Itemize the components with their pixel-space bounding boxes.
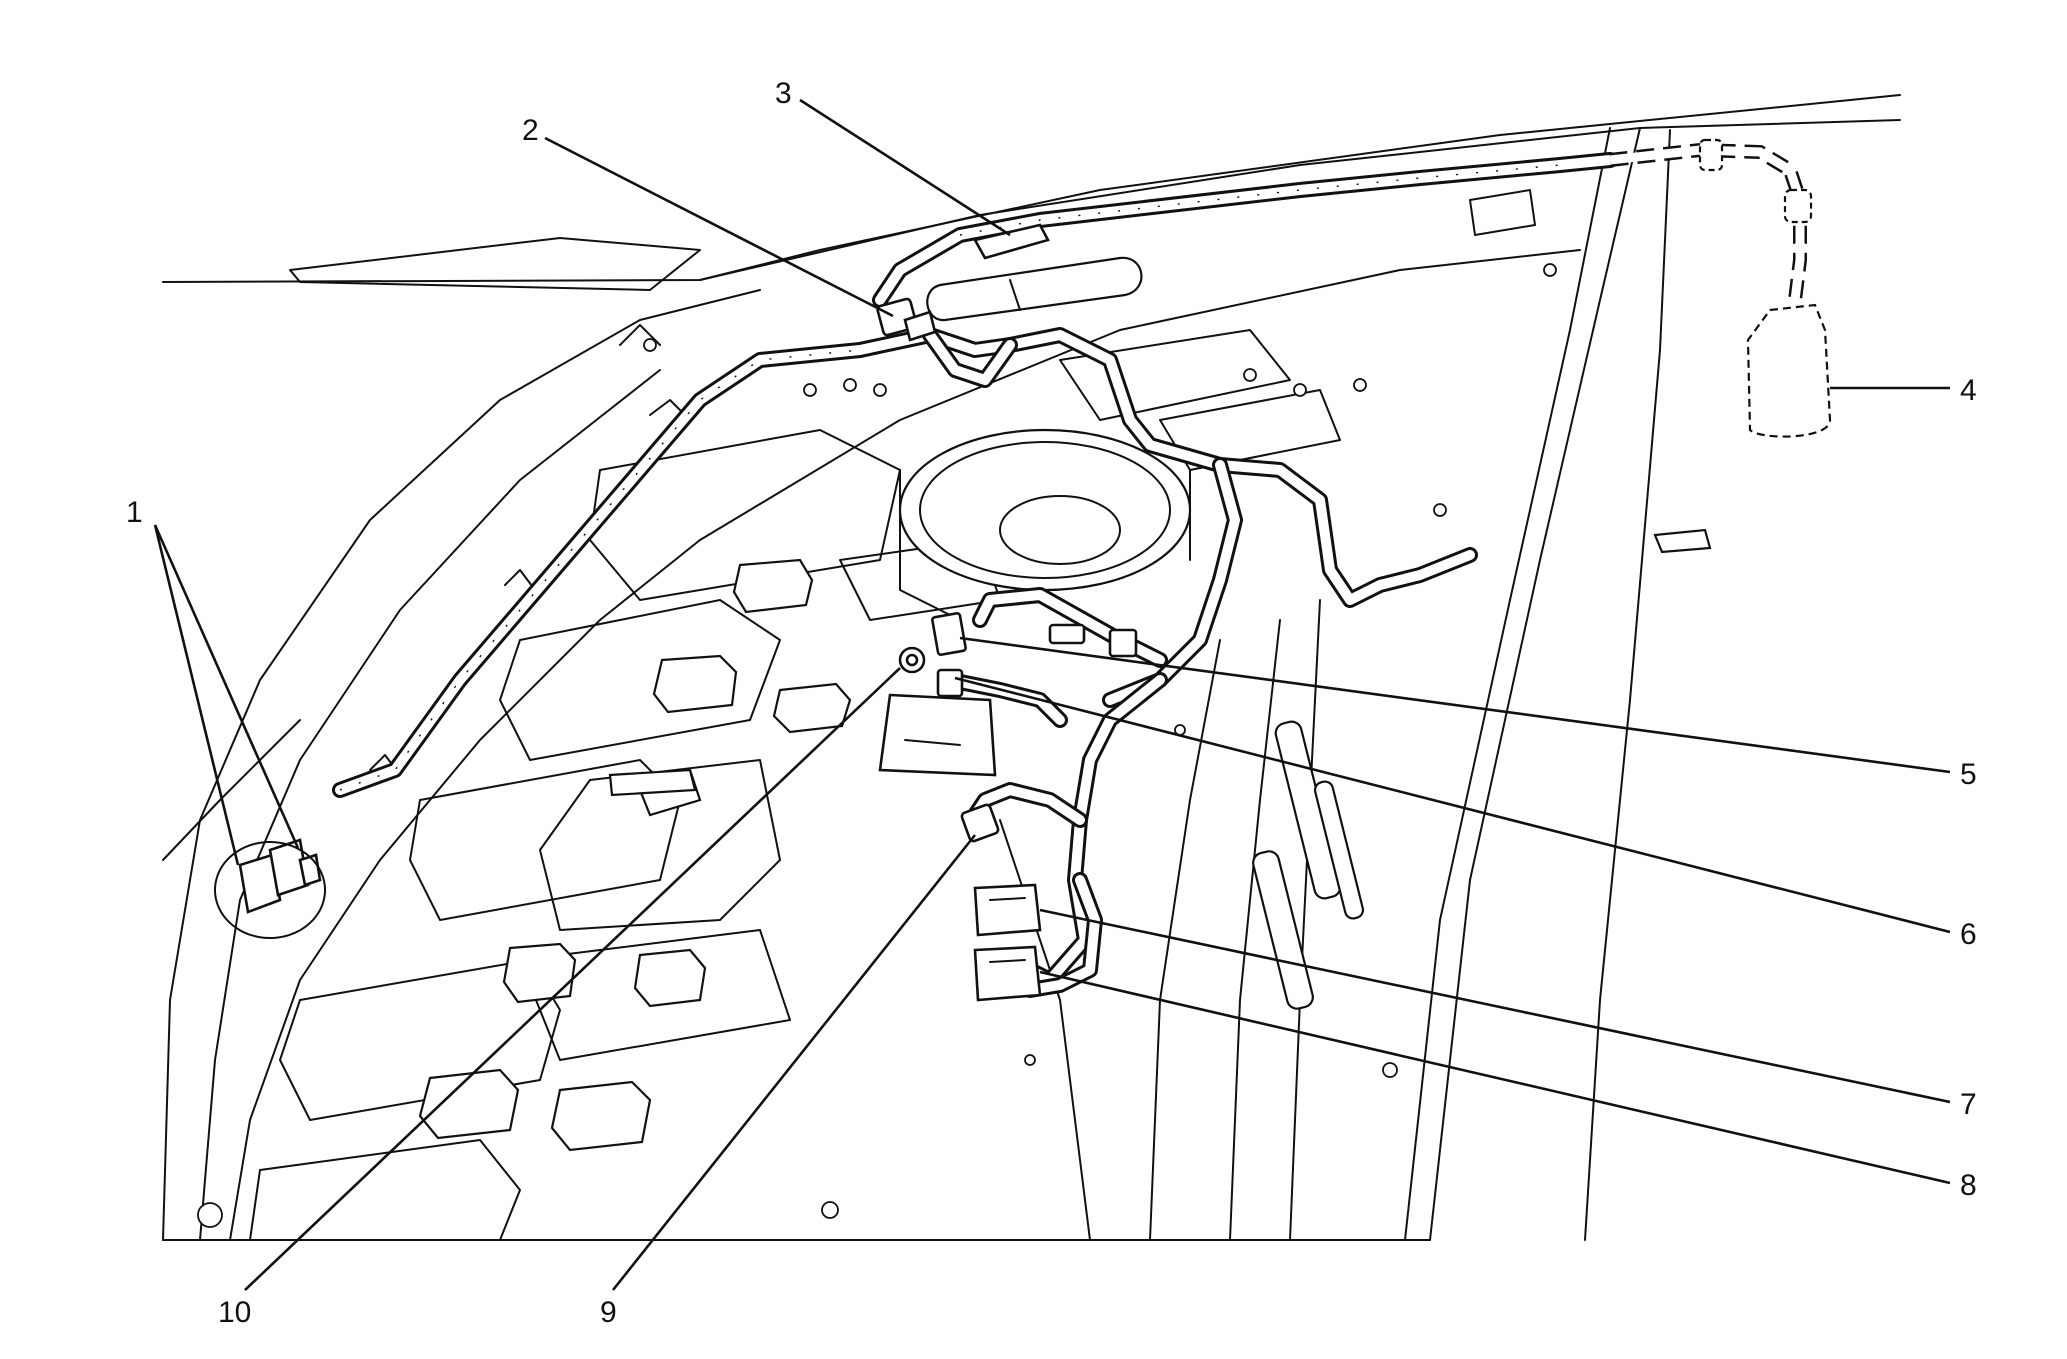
callout-labels: 1 2 3 4 5 6 7 8 9 10: [126, 77, 1977, 1329]
speaker: [898, 428, 1192, 621]
floor-panels: [197, 263, 1557, 1241]
callout-9: 9: [600, 1296, 617, 1329]
components: [214, 223, 1832, 1002]
rear-module-bar: [926, 189, 1536, 322]
callout-5: 5: [1960, 758, 1977, 791]
callout-8: 8: [1960, 1169, 1977, 1202]
connector-1a: [238, 853, 282, 914]
callout-3: 3: [775, 77, 792, 110]
callout-10: 10: [218, 1296, 251, 1329]
vehicle-body: [162, 94, 1901, 1241]
callout-6: 6: [1960, 918, 1977, 951]
leader-lines: [153, 98, 1951, 1291]
callout-2: 2: [522, 114, 539, 147]
wiring-harness: [332, 138, 1813, 998]
callout-7: 7: [1960, 1088, 1977, 1121]
callout-4: 4: [1960, 374, 1977, 407]
callout-1: 1: [126, 496, 143, 529]
